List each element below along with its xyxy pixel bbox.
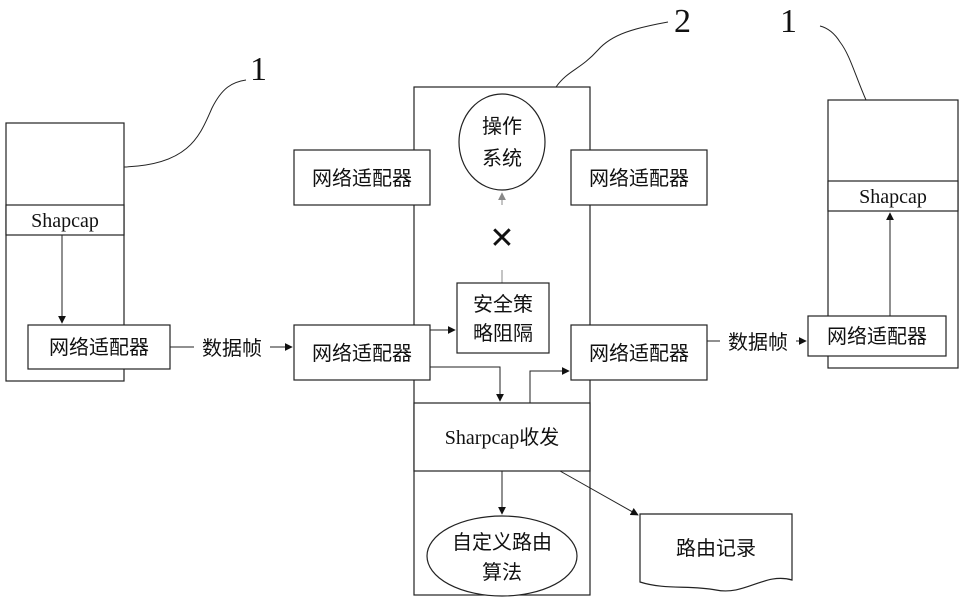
algorithm-label-line1: 自定义路由 [452, 530, 552, 554]
frame-out-label: 数据帧 [728, 330, 788, 354]
route-record-label: 路由记录 [676, 536, 756, 560]
algorithm-label-line2: 算法 [482, 560, 522, 584]
os-label-line2: 系统 [482, 146, 522, 170]
middle-adapter-out-label: 网络适配器 [589, 341, 689, 365]
middle-adapter-in-label: 网络适配器 [312, 341, 412, 365]
operating-system-ellipse [459, 94, 545, 190]
frame-in-label: 数据帧 [202, 336, 262, 360]
left-device: Shapcap 网络适配器 [6, 123, 170, 381]
ref-numeral-left: 1 [250, 51, 267, 88]
ref-numeral-right: 1 [780, 3, 797, 40]
middle-adapter-top-left-label: 网络适配器 [312, 166, 412, 190]
right-network-adapter-label: 网络适配器 [827, 324, 927, 348]
left-shapcap-label: Shapcap [31, 210, 99, 232]
os-label-line1: 操作 [482, 114, 522, 138]
custom-routing-algorithm-ellipse [427, 516, 577, 596]
leader-line-middle [556, 22, 668, 87]
right-device: Shapcap 网络适配器 [808, 100, 958, 368]
leader-line-right [820, 26, 866, 100]
security-policy-line1: 安全策 [473, 292, 533, 316]
leader-line-left [124, 80, 246, 167]
right-shapcap-label: Shapcap [859, 186, 927, 208]
left-network-adapter-label: 网络适配器 [49, 335, 149, 359]
middle-adapter-top-right-label: 网络适配器 [589, 166, 689, 190]
ref-numeral-middle: 2 [674, 3, 691, 40]
blocked-cross-icon: ✕ [489, 221, 514, 256]
sharpcap-transceiver-label: Sharpcap收发 [445, 426, 559, 449]
security-policy-line2: 略阻隔 [473, 321, 533, 345]
